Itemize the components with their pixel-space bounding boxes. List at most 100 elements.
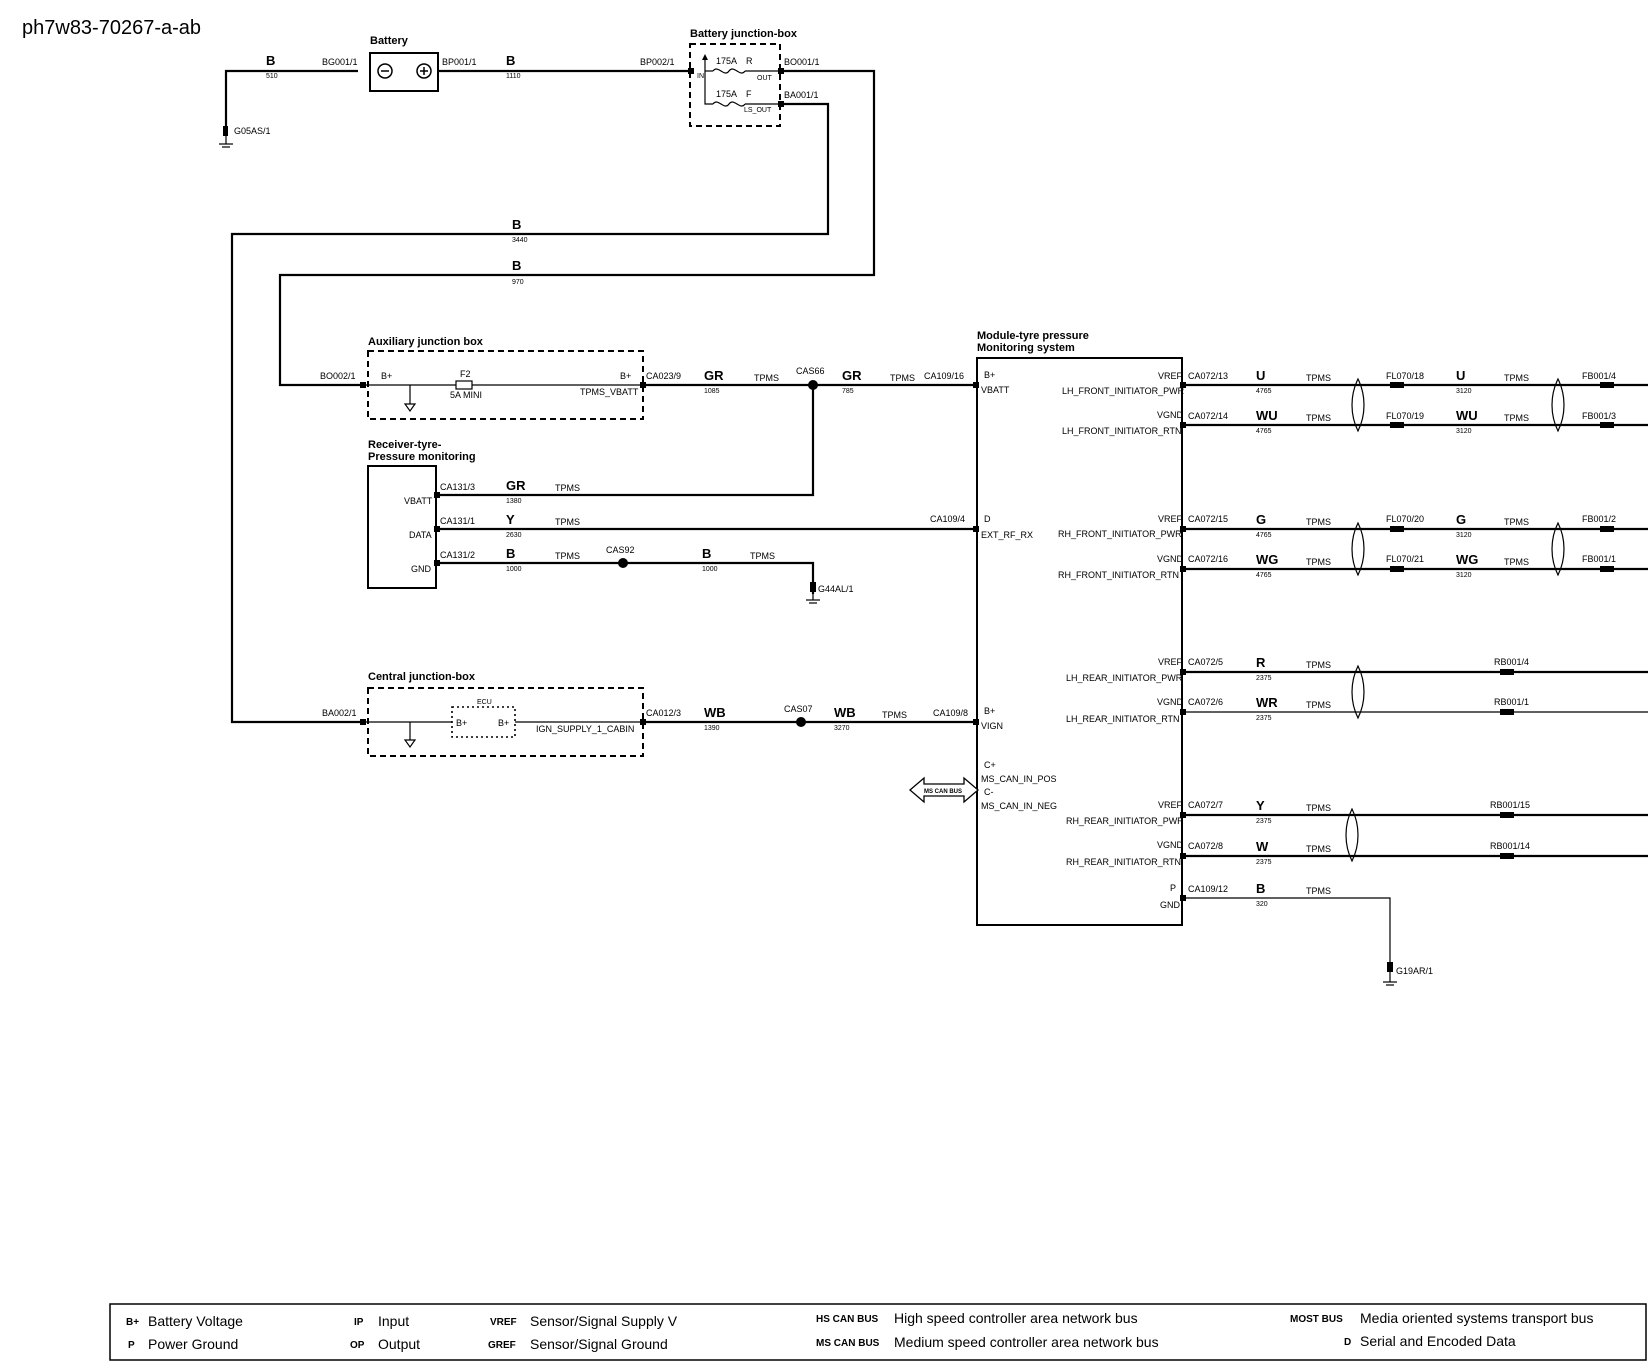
pin-label: LH_FRONT_INITIATOR_PWR [1062,386,1185,396]
pin-label: RH_REAR_INITIATOR_PWR [1066,816,1184,826]
legend-key: VREF [490,1317,517,1328]
harness-label: TPMS [1504,557,1529,567]
bjb-outline [689,43,781,127]
ground-terminal [223,126,228,136]
fuse-tag: R [746,56,753,66]
wire-code: G [1456,512,1466,527]
wire-code: B [702,546,711,561]
legend-desc: Input [378,1313,409,1329]
wire-code: Y [1256,798,1265,813]
harness-label: TPMS [1504,373,1529,383]
connector-label: RB001/15 [1490,800,1530,810]
pin-label: VIGN [981,721,1003,731]
harness-label: TPMS [1306,413,1331,423]
splice-label: CAS92 [606,545,635,555]
ecu-outline [451,706,516,738]
pin-label: VBATT [981,385,1010,395]
wire-number: 2375 [1256,859,1272,866]
pin-label: VGND [1157,410,1184,420]
pin-label: OUT [757,75,773,82]
pin-label: B+ [984,370,995,380]
harness-label: TPMS [1306,700,1331,710]
wire-code: B [512,217,521,232]
wire-number: 1000 [506,566,522,573]
harness-label: TPMS [750,551,775,561]
pin-label: VREF [1158,514,1183,524]
connector-label: FB001/2 [1582,514,1616,524]
pin-label: B+ [381,371,392,381]
connector-label: CA072/16 [1188,554,1228,564]
component-title-module: Module-tyre pressure [977,330,1089,342]
twisted-pair-icon [1351,664,1365,720]
battery-negative-icon [377,63,393,79]
legend-desc: Output [378,1336,420,1352]
pin-label: RH_REAR_INITIATOR_RTN [1066,857,1181,867]
harness-label: TPMS [1306,517,1331,527]
component-title-cjb: Central junction-box [368,671,476,683]
twisted-pair-icon [1551,377,1565,433]
wire-number: 3120 [1456,532,1472,539]
legend-desc: Media oriented systems transport bus [1360,1310,1593,1326]
wire-number: 3270 [834,725,850,732]
connector-label: BO002/1 [320,371,356,381]
splice-label: CAS07 [784,704,813,714]
pin-label: LH_REAR_INITIATOR_PWR [1066,673,1183,683]
legend-key: OP [350,1340,365,1351]
legend-key: MS CAN BUS [816,1338,880,1349]
wire-number: 1000 [702,566,718,573]
pin-label: VGND [1157,840,1184,850]
connector-label: RB001/1 [1494,697,1529,707]
wire-code: R [1256,655,1266,670]
wire-number: 3120 [1456,388,1472,395]
connector-label: CA109/16 [924,371,964,381]
connector-label: CA072/14 [1188,411,1228,421]
ground-label: G05AS/1 [234,126,271,136]
wire-number: 1085 [704,388,720,395]
pin-label: EXT_RF_RX [981,530,1033,540]
wire-code: WU [1256,408,1278,423]
pin-label: TPMS_VBATT [580,387,639,397]
connector-label: BA001/1 [784,90,819,100]
pin-label: MS_CAN_IN_NEG [981,801,1057,811]
ground-terminal [1387,962,1393,972]
legend-desc: Serial and Encoded Data [1360,1333,1516,1349]
pin-label: P [1170,883,1176,893]
right-outputs: VREF LH_FRONT_INITIATOR_PWR CA072/13 U 4… [1058,368,1648,986]
component-title-bjb: Battery junction-box [690,28,798,40]
ground-terminal [810,582,816,592]
connector-label: FL070/21 [1386,554,1424,564]
wire-number: 1380 [506,498,522,505]
connector-label: CA131/2 [440,550,475,560]
pin-label: VREF [1158,657,1183,667]
fuse-rating: 5A MINI [450,390,482,400]
pin-label: VBATT [404,496,433,506]
pin-label: LS_OUT [744,107,772,114]
splice-icon [618,558,628,568]
legend-key: MOST BUS [1290,1314,1343,1325]
wire-code: W [1256,839,1269,854]
wire-number: 1390 [704,725,720,732]
wire-number: 4765 [1256,428,1272,435]
connector-label: CA072/8 [1188,841,1223,851]
legend-desc: Battery Voltage [148,1313,243,1329]
splice-label: CAS66 [796,366,825,376]
wire-code: Y [506,512,515,527]
harness-label: TPMS [1504,517,1529,527]
wire-number: 2630 [506,532,522,539]
harness-label: TPMS [555,483,580,493]
pin-label: GND [411,564,432,574]
wire-code: WG [1256,552,1278,567]
harness-label: TPMS [1504,413,1529,423]
wire-code: GR [506,478,526,493]
pin-label: VREF [1158,800,1183,810]
wire-rtpm-gnd [440,561,815,594]
pin-label: LH_FRONT_INITIATOR_RTN [1062,426,1182,436]
wire-number: 4765 [1256,572,1272,579]
wire-number: 2375 [1256,818,1272,825]
legend-desc: High speed controller area network bus [894,1310,1138,1326]
component-title-module: Monitoring system [977,342,1075,354]
wire-code: WG [1456,552,1478,567]
connector-label: FL070/20 [1386,514,1424,524]
harness-label: TPMS [555,551,580,561]
